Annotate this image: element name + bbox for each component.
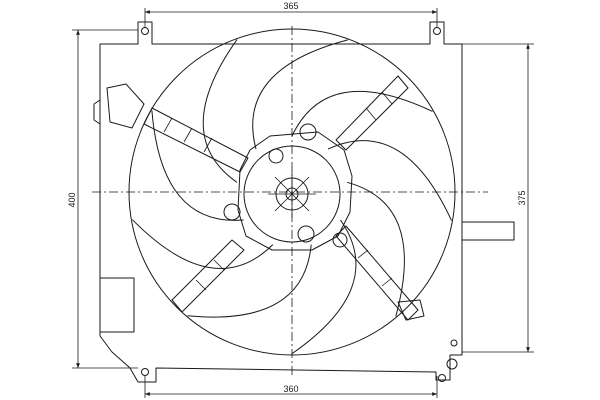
hole-icon [446,358,458,370]
dimension-bottom: 360 [144,376,438,398]
fan-blade [327,140,452,221]
fan-blade [346,181,405,317]
fan-blade [187,244,312,318]
hole-icon [438,374,446,382]
motor-connector [461,221,515,241]
fan-blade [132,219,274,269]
hole-icon [450,339,458,347]
dimension-right: 375 [462,43,534,353]
dimension-right-label: 375 [517,190,527,205]
dimension-top-label: 365 [283,1,298,11]
dimension-left: 400 [67,29,138,369]
hole-icon [433,27,441,35]
support-struts [143,75,425,321]
fan-blade [291,219,357,355]
fan-blade [291,90,433,137]
shroud-frame [93,21,515,383]
fan-blade [202,39,238,183]
centre-lines [92,26,488,378]
fan-blade [151,110,244,221]
dimension-bottom-label: 360 [283,384,298,394]
fan-blade [252,39,348,150]
connector-housing [99,277,135,333]
tab-bracket [106,83,145,129]
dimension-left-label: 400 [67,192,77,207]
hole-icon [141,368,149,376]
hole-icon [141,27,149,35]
dimension-top: 365 [144,1,438,28]
mounting-holes [141,27,458,382]
motor-mount [223,123,353,251]
